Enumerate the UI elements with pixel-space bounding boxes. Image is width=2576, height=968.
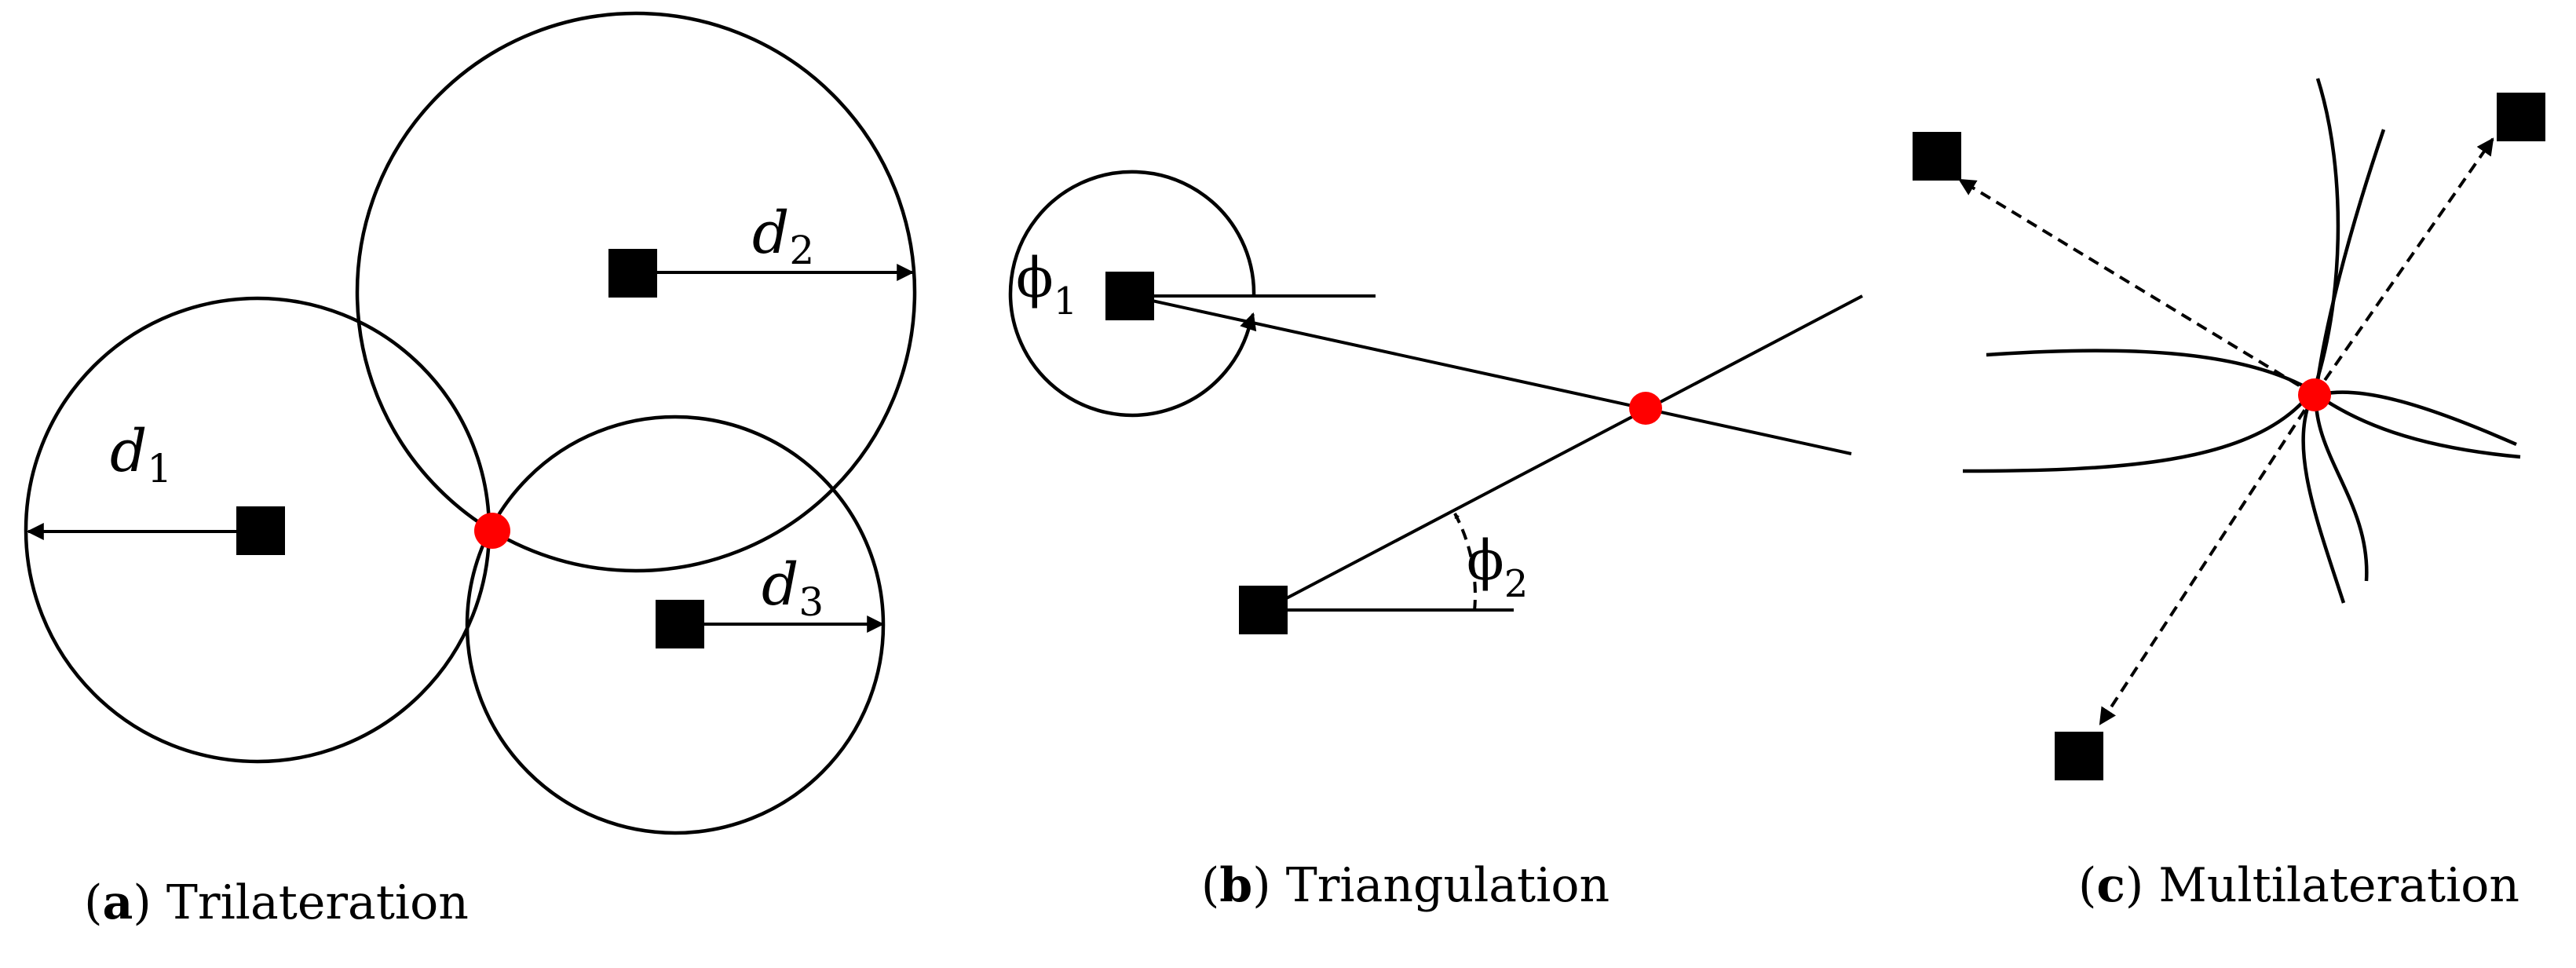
target-point [1629, 392, 1662, 425]
label-phi2: ϕ2 [1467, 528, 1528, 606]
label-d3: d3 [762, 551, 824, 625]
label-d2: d2 [752, 199, 814, 273]
anchor-station-1 [236, 506, 285, 555]
anchor-station-1 [1105, 272, 1154, 320]
anchor-station-2 [2497, 93, 2545, 141]
tdoa-link-3 [2099, 393, 2316, 725]
hyperbola-4 [2314, 129, 2386, 582]
angle-arc-2 [1453, 513, 1477, 612]
angle-arc-1 [1008, 170, 1256, 418]
hyperbola-2 [1962, 390, 2517, 473]
range-circle-2 [355, 11, 917, 573]
anchor-station-2 [608, 249, 657, 298]
bearing-line-2 [1263, 294, 1863, 612]
hyperbola-1 [1986, 349, 2521, 459]
anchor-station-1 [1913, 132, 1961, 181]
anchor-station-2 [1239, 586, 1288, 634]
angle-arc-1-arrowhead [1240, 312, 1257, 332]
anchor-station-3 [2055, 732, 2103, 780]
bearing-line-1 [1130, 294, 1852, 455]
anchor-station-3 [656, 600, 704, 648]
label-d1: d1 [110, 418, 172, 491]
panel-a-trilateration: d1 d2 d3 (a) Trilateration [24, 11, 917, 930]
label-phi1: ϕ1 [1016, 246, 1077, 323]
caption-b: (b) Triangulation [1201, 858, 1610, 913]
tdoa-link-1 [1958, 178, 2316, 396]
target-point [474, 513, 510, 549]
tdoa-link-2 [2313, 137, 2494, 396]
target-point [2298, 378, 2331, 411]
caption-a: (a) Trilateration [84, 875, 469, 930]
caption-c: (c) Multilateration [2078, 858, 2519, 913]
panel-c-multilateration: (c) Multilateration [1913, 78, 2545, 913]
panel-b-triangulation: ϕ1 ϕ2 (b) Triangulation [1008, 170, 1863, 913]
